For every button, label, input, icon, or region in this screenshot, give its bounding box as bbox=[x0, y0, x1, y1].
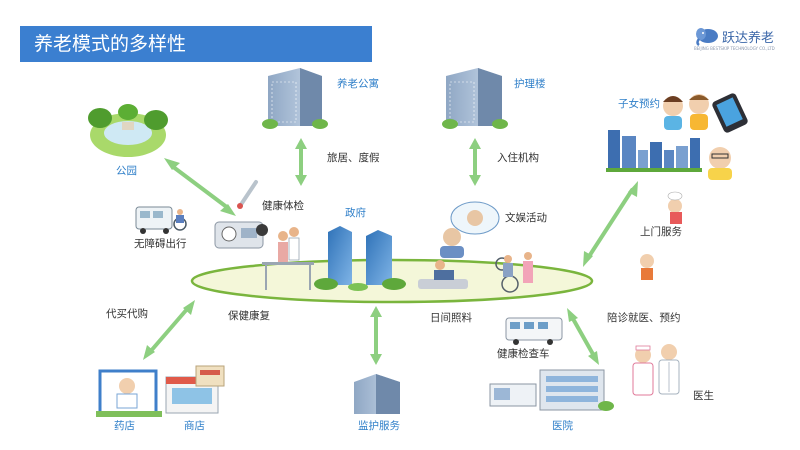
government-towers-icon bbox=[314, 226, 406, 291]
arrow-hospital bbox=[570, 315, 596, 358]
label-elderly-apartment: 养老公寓 bbox=[337, 78, 379, 90]
label-government: 政府 bbox=[345, 207, 366, 219]
doctor-icon bbox=[658, 344, 680, 395]
smartphone-icon bbox=[712, 93, 748, 133]
city-skyline-icon bbox=[606, 130, 702, 172]
arrowhead-park-1 bbox=[164, 158, 180, 170]
arrow-pharmacy bbox=[148, 306, 190, 354]
day-care-icon bbox=[418, 252, 533, 293]
label-purchasing: 代买代购 bbox=[106, 308, 148, 320]
label-health-check: 健康体检 bbox=[262, 200, 304, 212]
label-recreation: 文娱活动 bbox=[505, 212, 547, 224]
elderly-man-icon bbox=[708, 147, 732, 180]
nursing-building-icon bbox=[442, 68, 508, 129]
arrow-apartment bbox=[295, 138, 307, 186]
arrowhead-children-2 bbox=[628, 181, 638, 197]
label-health-rehab: 保健康复 bbox=[228, 310, 270, 322]
label-checkup-vehicle: 健康检查车 bbox=[497, 348, 550, 360]
thermometer-icon bbox=[237, 180, 258, 209]
recreation-icon bbox=[440, 201, 500, 258]
arrow-nursing bbox=[469, 138, 481, 186]
shop-icon bbox=[165, 365, 225, 414]
label-barrier-free: 无障碍出行 bbox=[134, 238, 187, 250]
page-title: 养老模式的多样性 bbox=[34, 33, 187, 55]
label-escort-booking: 陪诊就医、预约 bbox=[607, 312, 681, 324]
rehab-walker-icon bbox=[262, 227, 314, 290]
label-monitoring: 监护服务 bbox=[358, 420, 400, 432]
label-children-booking: 子女预约 bbox=[618, 98, 660, 110]
health-check-device-icon bbox=[214, 221, 268, 249]
hospital-building-icon bbox=[489, 369, 614, 411]
monitoring-building-icon bbox=[354, 374, 400, 414]
arrowhead-hospital-1 bbox=[567, 308, 578, 322]
label-shop: 商店 bbox=[184, 420, 205, 432]
accessible-vehicle-icon bbox=[135, 206, 187, 234]
checkup-vehicle-icon bbox=[505, 317, 563, 345]
arrowhead-park-2 bbox=[220, 204, 236, 216]
label-day-care: 日间照料 bbox=[430, 312, 472, 324]
chef-icon bbox=[667, 191, 683, 224]
arrowhead-children-1 bbox=[583, 251, 593, 267]
arrow-children bbox=[586, 188, 634, 260]
elephant-icon bbox=[696, 28, 718, 46]
arrowhead-pharmacy-1 bbox=[143, 345, 155, 360]
title-bar: 养老模式的多样性 bbox=[20, 26, 372, 62]
arrowhead-hospital-2 bbox=[588, 351, 599, 365]
nurse-icon bbox=[632, 345, 654, 396]
label-check-in: 入住机构 bbox=[497, 152, 539, 164]
arrow-park bbox=[170, 164, 230, 210]
label-park: 公园 bbox=[116, 165, 137, 177]
family-icon bbox=[663, 94, 709, 130]
label-doctor: 医生 bbox=[693, 390, 714, 402]
arrow-monitoring bbox=[370, 306, 382, 365]
label-nursing-building: 护理楼 bbox=[514, 78, 546, 90]
logo-name: 跃达养老 bbox=[722, 31, 775, 46]
logo: 跃达养老 BEIJING BESTSKIP TECHNOLOGY CO.,LTD bbox=[694, 26, 790, 51]
apartment-building-icon bbox=[262, 68, 328, 129]
arrowhead-pharmacy-2 bbox=[183, 300, 195, 315]
label-hospital: 医院 bbox=[552, 420, 573, 432]
label-home-service: 上门服务 bbox=[640, 226, 682, 238]
label-travel-vacation: 旅居、度假 bbox=[327, 152, 380, 164]
pharmacy-icon bbox=[96, 369, 162, 417]
kid-icon bbox=[640, 254, 654, 280]
label-pharmacy: 药店 bbox=[114, 420, 135, 432]
park-icon bbox=[88, 104, 168, 157]
logo-subtitle: BEIJING BESTSKIP TECHNOLOGY CO.,LTD bbox=[694, 46, 775, 51]
